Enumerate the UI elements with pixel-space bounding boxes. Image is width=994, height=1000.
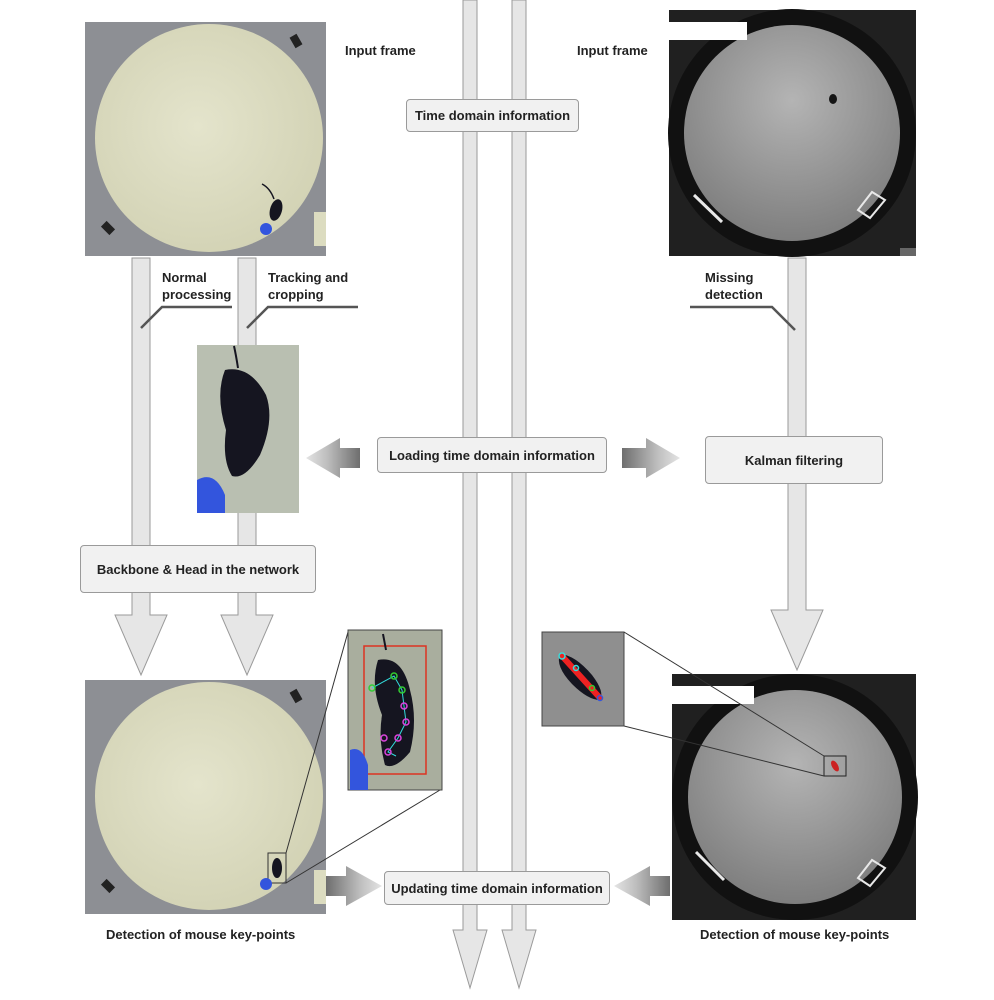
updating-time-domain-box: Updating time domain information [384,871,610,905]
arrow-to-kalman [622,438,680,478]
normal-processing-label-line1: Normal [162,270,207,285]
detection-frame-left-image [85,680,326,914]
input-frame-right-label: Input frame [577,43,648,58]
tracking-cropping-label-line1: Tracking and [268,270,349,285]
keypoint-detail-right [541,631,825,777]
missing-leader [690,305,796,331]
time-domain-information-box: Time domain information [406,99,579,132]
missing-detection-label-line2: detection [705,287,763,302]
input-frame-right-image [668,9,916,257]
arrow-to-crop [306,438,360,478]
mouse [269,199,283,221]
backbone-head-box: Backbone & Head in the network [80,545,316,593]
detection-right-label: Detection of mouse key-points [700,927,890,942]
normal-leader [140,305,232,329]
input-frame-left-image [85,22,326,256]
keypoint-detail-left [285,629,443,884]
input-frame-left-label: Input frame [345,43,416,58]
central-arrow-right [501,0,537,990]
cropped-mouse-image [197,345,299,513]
horizontal-arrows [306,438,680,906]
detection-frame-right-image [672,674,918,920]
missing-detection-label-line1: Missing [705,270,754,285]
tracking-cropping-label-line2: cropping [268,287,324,302]
detection-left-label: Detection of mouse key-points [106,927,296,942]
normal-processing-arrow [114,257,168,677]
leader-lines [140,305,796,331]
time-domain-arrows [452,0,537,990]
arrow-update-right [614,866,670,906]
loading-time-domain-box: Loading time domain information [377,437,607,473]
blue-marker [260,223,272,235]
kalman-filtering-box: Kalman filtering [705,436,883,484]
normal-processing-label-line2: processing [162,287,232,302]
arrow-update-left [326,866,382,906]
tracking-leader [246,305,358,329]
central-arrow-left [452,0,488,990]
